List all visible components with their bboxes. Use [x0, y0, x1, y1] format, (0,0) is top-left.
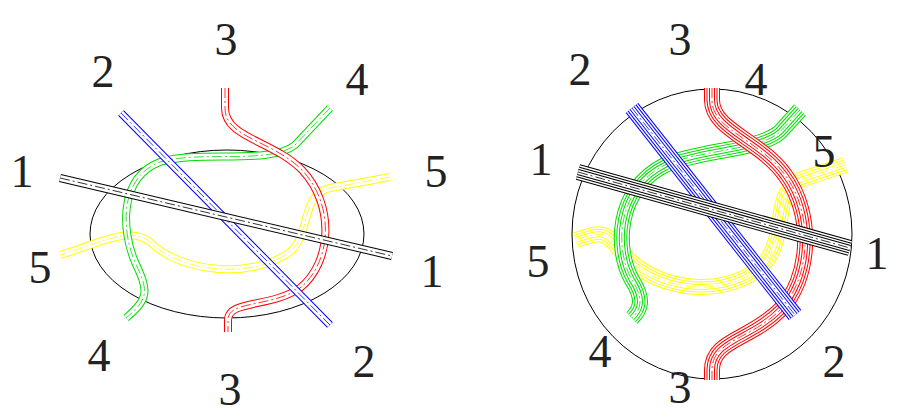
end-number: 1	[530, 137, 553, 183]
end-number: 4	[346, 57, 369, 103]
end-number: 4	[589, 329, 612, 375]
end-number: 2	[823, 339, 846, 385]
end-number: 1	[866, 231, 889, 277]
track-band	[225, 88, 325, 332]
track-band	[578, 172, 850, 248]
end-number: 5	[813, 129, 836, 175]
end-number: 1	[421, 249, 444, 295]
track-band	[578, 172, 850, 248]
end-number: 2	[569, 47, 592, 93]
end-number: 5	[29, 245, 52, 291]
end-number: 1	[11, 149, 34, 195]
end-number: 5	[527, 239, 550, 285]
end-number: 2	[353, 339, 376, 385]
track-band	[60, 178, 392, 256]
track-band	[225, 88, 325, 332]
boundary-circle	[572, 89, 852, 379]
end-number: 4	[745, 57, 768, 103]
end-number: 3	[669, 17, 692, 63]
track-band	[578, 172, 850, 248]
track-band	[578, 172, 850, 248]
end-number: 2	[92, 49, 115, 95]
end-number: 3	[215, 17, 238, 63]
track-band	[60, 178, 392, 256]
track-band	[578, 172, 850, 248]
end-number: 4	[88, 333, 111, 379]
end-number: 3	[219, 367, 242, 413]
track-band	[225, 88, 325, 332]
end-number: 3	[669, 365, 692, 411]
end-number: 5	[425, 149, 448, 195]
track-band	[578, 172, 850, 248]
track-band	[578, 172, 850, 248]
track-band	[60, 178, 392, 256]
